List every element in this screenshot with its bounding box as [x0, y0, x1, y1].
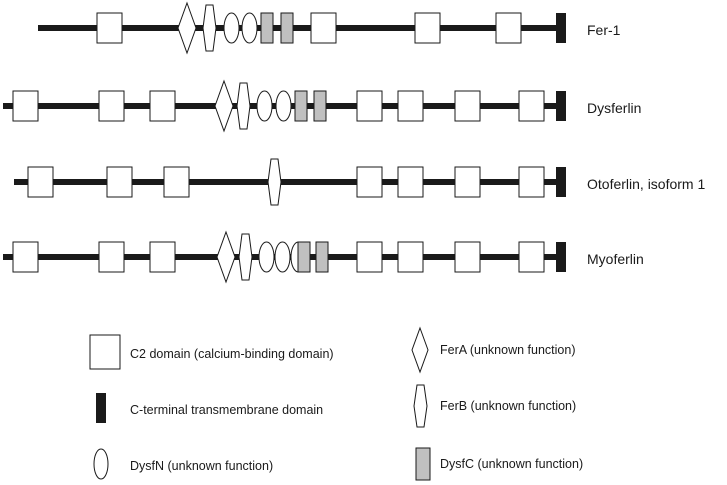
- protein-label-dysferlin: Dysferlin: [587, 100, 641, 116]
- c2-domain: [356, 90, 383, 122]
- c2-domain: [518, 90, 545, 122]
- dysfc-domain: [260, 12, 274, 44]
- c2-domain: [518, 166, 545, 198]
- legend-label-dysfc: DysfC (unknown function): [440, 457, 583, 471]
- c2-domain: [356, 241, 383, 273]
- protein-label-myoferlin: Myoferlin: [587, 251, 644, 267]
- dysfc-domain: [294, 90, 308, 122]
- legend-icons: [89, 326, 431, 481]
- fera-domain: [214, 79, 234, 133]
- dysfc-domain: [315, 241, 329, 273]
- legend-icon-tm: [96, 393, 106, 423]
- c2-domain: [518, 241, 545, 273]
- ferb-domain: [236, 82, 251, 130]
- dysfn-domain: [241, 12, 258, 44]
- legend-label-c2: C2 domain (calcium-binding domain): [130, 347, 334, 361]
- c2-domain: [96, 12, 123, 44]
- tm-domain: [556, 167, 566, 197]
- tm-domain: [556, 91, 566, 121]
- c2-domain: [310, 12, 337, 44]
- protein-label-otoferlin: Otoferlin, isoform 1: [587, 176, 705, 192]
- protein-track-myoferlin: [3, 230, 566, 284]
- legend-icon-dysfn: [93, 448, 109, 480]
- dysfc-domain: [297, 241, 311, 273]
- c2-domain: [98, 241, 125, 273]
- c2-domain: [397, 90, 424, 122]
- legend-icon-dysfc: [415, 447, 431, 481]
- dysfc-domain: [280, 12, 294, 44]
- dysfc-domain: [313, 90, 327, 122]
- c2-domain: [98, 90, 125, 122]
- c2-domain: [397, 166, 424, 198]
- c2-domain: [454, 166, 481, 198]
- legend-label-tm: C-terminal transmembrane domain: [130, 403, 323, 417]
- dysfn-domain: [275, 90, 292, 122]
- protein-track-otoferlin: [14, 158, 566, 206]
- legend-label-dysfn: DysfN (unknown function): [130, 459, 273, 473]
- legend: C2 domain (calcium-binding domain) C-ter…: [89, 326, 583, 481]
- protein-track-fer-1: [38, 1, 566, 55]
- tm-domain: [556, 13, 566, 43]
- protein-label-fer-1: Fer-1: [587, 22, 621, 38]
- legend-icon-ferb: [413, 384, 428, 428]
- c2-domain: [454, 241, 481, 273]
- c2-domain: [12, 241, 39, 273]
- c2-domain: [397, 241, 424, 273]
- c2-domain: [454, 90, 481, 122]
- dysfn-domain: [274, 241, 291, 273]
- c2-domain: [106, 166, 133, 198]
- legend-label-ferb: FerB (unknown function): [440, 399, 576, 413]
- tm-domain: [556, 242, 566, 272]
- protein-tracks: [3, 1, 566, 284]
- legend-icon-fera: [411, 326, 429, 374]
- legend-label-fera: FerA (unknown function): [440, 343, 576, 357]
- protein-track-dysferlin: [3, 79, 566, 133]
- ferb-domain: [202, 4, 217, 52]
- c2-domain: [356, 166, 383, 198]
- c2-domain: [27, 166, 54, 198]
- c2-domain: [149, 241, 176, 273]
- fera-domain: [216, 230, 236, 284]
- dysfn-domain: [258, 241, 275, 273]
- c2-domain: [495, 12, 522, 44]
- dysfn-domain: [256, 90, 273, 122]
- c2-domain: [414, 12, 441, 44]
- ferb-domain: [267, 158, 282, 206]
- legend-icon-c2: [89, 334, 121, 370]
- c2-domain: [163, 166, 190, 198]
- fera-domain: [177, 1, 197, 55]
- dysfn-domain: [223, 12, 240, 44]
- c2-domain: [149, 90, 176, 122]
- c2-domain: [12, 90, 39, 122]
- ferb-domain: [238, 233, 253, 281]
